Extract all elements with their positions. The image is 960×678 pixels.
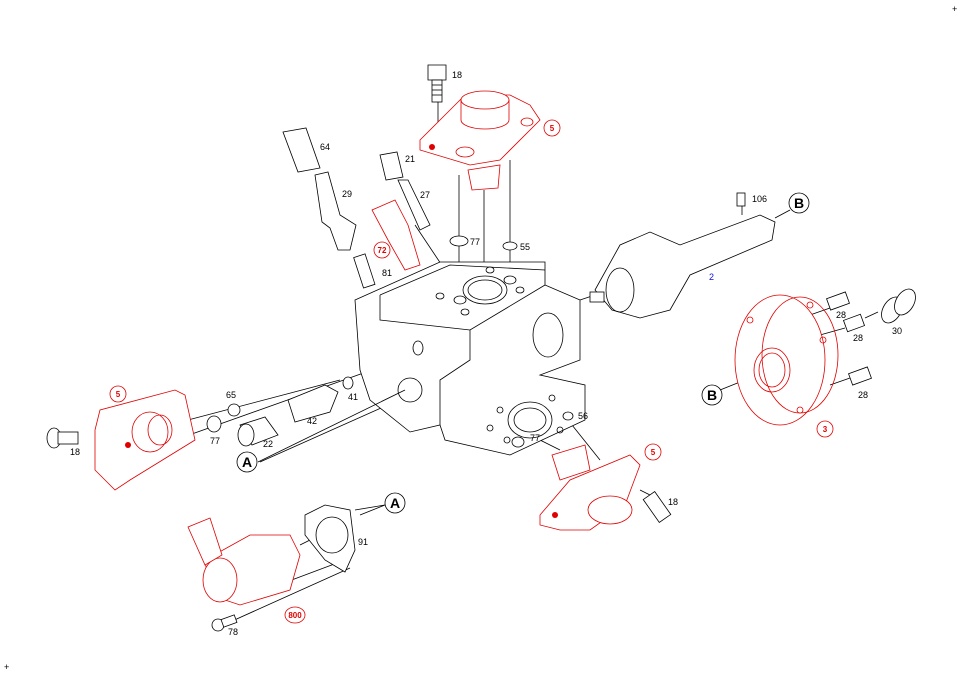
red-label-5-top: 5 — [543, 119, 561, 137]
part-label-18: 18 — [70, 447, 80, 457]
svg-text:A: A — [390, 495, 400, 511]
filter-22 — [237, 416, 279, 447]
svg-text:800: 800 — [288, 611, 302, 620]
screw-78 — [211, 614, 238, 632]
callout-b: B — [788, 192, 810, 214]
svg-text:5: 5 — [116, 390, 121, 399]
o-ring-41 — [342, 376, 354, 390]
part-label-42: 42 — [307, 416, 317, 426]
part-label-81: 81 — [382, 268, 392, 278]
svg-text:B: B — [707, 387, 717, 403]
part-label-29: 29 — [342, 189, 352, 199]
part-label-22: 22 — [263, 439, 273, 449]
o-ring-77-top — [449, 235, 469, 247]
part-label-64: 64 — [320, 142, 330, 152]
svg-text:5: 5 — [550, 124, 555, 133]
corner-mark: + — [952, 4, 957, 14]
pump-housing — [354, 261, 586, 456]
o-ring-77-bottom — [511, 436, 525, 448]
screw-18-bottom — [642, 490, 672, 524]
red-label-72: 72 — [373, 241, 391, 259]
plunger-cover-5-top — [419, 90, 541, 191]
part-label-78: 78 — [228, 627, 238, 637]
svg-text:3: 3 — [823, 425, 828, 434]
corner-mark: + — [4, 662, 9, 672]
part-label-91: 91 — [358, 537, 368, 547]
red-label-5-bottom: 5 — [644, 443, 662, 461]
flange-3 — [734, 294, 839, 426]
part-label-56: 56 — [578, 411, 588, 421]
svg-text:72: 72 — [378, 246, 387, 255]
plunger-cover-5-left — [94, 389, 196, 491]
metering-unit-800 — [187, 517, 301, 606]
part-label-28: 28 — [858, 390, 868, 400]
part-label-77: 77 — [530, 433, 540, 443]
cap-64 — [282, 127, 376, 289]
part-label-28: 28 — [836, 310, 846, 320]
part-label-106: 106 — [752, 194, 767, 204]
part-label-77: 77 — [210, 436, 220, 446]
bushing-30 — [881, 288, 916, 324]
red-label-3: 3 — [816, 420, 834, 438]
part-label-18: 18 — [452, 70, 462, 80]
part-label-41: 41 — [348, 392, 358, 402]
red-label-5-left: 5 — [109, 385, 127, 403]
part-label-18: 18 — [668, 497, 678, 507]
sensor-72 — [371, 199, 421, 271]
svg-text:B: B — [794, 195, 804, 211]
plunger-cover-5-bottom — [539, 444, 641, 531]
part-label-30: 30 — [892, 326, 902, 336]
screw-18-top — [427, 64, 447, 103]
part-label-2: 2 — [709, 272, 714, 282]
drive-shaft-2 — [589, 192, 776, 319]
part-label-55: 55 — [520, 242, 530, 252]
o-ring-55-top — [502, 241, 518, 251]
part-label-65: 65 — [226, 390, 236, 400]
screws-28 — [826, 291, 872, 386]
svg-text:5: 5 — [651, 448, 656, 457]
cap-21 — [379, 151, 431, 231]
fitting-42 — [287, 384, 339, 423]
red-label-800: 800 — [284, 606, 306, 624]
part-label-28: 28 — [853, 333, 863, 343]
callout-a: A — [236, 389, 406, 473]
svg-text:A: A — [242, 454, 252, 470]
part-label-77: 77 — [470, 237, 480, 247]
o-ring-77-left — [206, 415, 222, 433]
callout-b: B — [701, 384, 723, 406]
gasket-91 — [304, 504, 356, 573]
screw-18-left — [46, 427, 79, 449]
callout-a: A — [359, 492, 406, 516]
part-label-21: 21 — [405, 154, 415, 164]
o-ring-65 — [227, 403, 241, 417]
o-ring-56 — [562, 411, 574, 421]
part-label-27: 27 — [420, 190, 430, 200]
